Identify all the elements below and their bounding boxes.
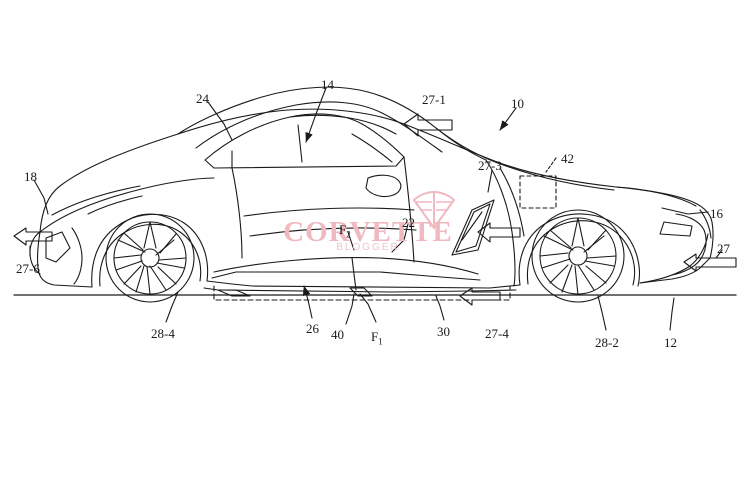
leader-27 [715, 249, 723, 259]
block-arrow-27-3 [477, 222, 521, 243]
label-28-2: 28-2 [595, 335, 619, 350]
label-27-1: 27-1 [422, 92, 446, 107]
label-24: 24 [196, 91, 209, 106]
label-27-6: 27-6 [16, 261, 40, 276]
rear-tire-outer [531, 209, 625, 303]
leader-14 [305, 87, 327, 143]
leader-16 [661, 207, 709, 215]
taillight [659, 221, 693, 237]
leader-10 [499, 107, 517, 131]
label-14: 14 [321, 77, 334, 92]
dashed-underbody-box [213, 285, 511, 301]
label-force-f1: F1 [371, 330, 383, 347]
dashed-box-42 [519, 175, 557, 209]
block-arrow-27-6 [13, 227, 53, 246]
label-12: 12 [664, 335, 677, 350]
force-f1-base: F [371, 329, 379, 344]
rear-tire-inner [539, 217, 617, 295]
force-f1-sub: 1 [378, 336, 383, 347]
label-40: 40 [331, 327, 344, 342]
leader-30 [435, 295, 445, 321]
rear-quarter-scoop [451, 199, 495, 256]
label-26: 26 [306, 321, 319, 336]
label-27-3: 27-3 [478, 158, 502, 173]
leader-40 [345, 293, 355, 325]
leader-42 [545, 157, 557, 173]
leader-12 [669, 297, 675, 331]
front-tire-outer [105, 213, 195, 303]
leader-28-4 [165, 291, 179, 323]
leader-28-2 [597, 295, 607, 331]
block-arrow-27-1 [403, 113, 453, 137]
label-28-4: 28-4 [151, 326, 175, 341]
force-f2-sub: 2 [346, 229, 351, 240]
leader-22 [391, 223, 409, 253]
leader-27-3 [487, 169, 493, 193]
leader-f2 [347, 231, 355, 251]
leader-26 [302, 285, 313, 319]
label-22: 22 [402, 215, 415, 230]
leader-24 [207, 101, 233, 141]
label-16: 16 [710, 206, 723, 221]
label-10: 10 [511, 96, 524, 111]
label-18: 18 [24, 169, 37, 184]
leader-f1 [359, 293, 377, 323]
block-arrow-27 [683, 253, 737, 272]
block-arrow-27-4 [459, 287, 501, 306]
label-27: 27 [717, 241, 730, 256]
label-27-4: 27-4 [485, 326, 509, 341]
force-f2-base: F [339, 222, 347, 237]
label-force-f2: F2 [339, 223, 351, 240]
label-30: 30 [437, 324, 450, 339]
label-42: 42 [561, 151, 574, 166]
leader-18 [33, 179, 49, 215]
